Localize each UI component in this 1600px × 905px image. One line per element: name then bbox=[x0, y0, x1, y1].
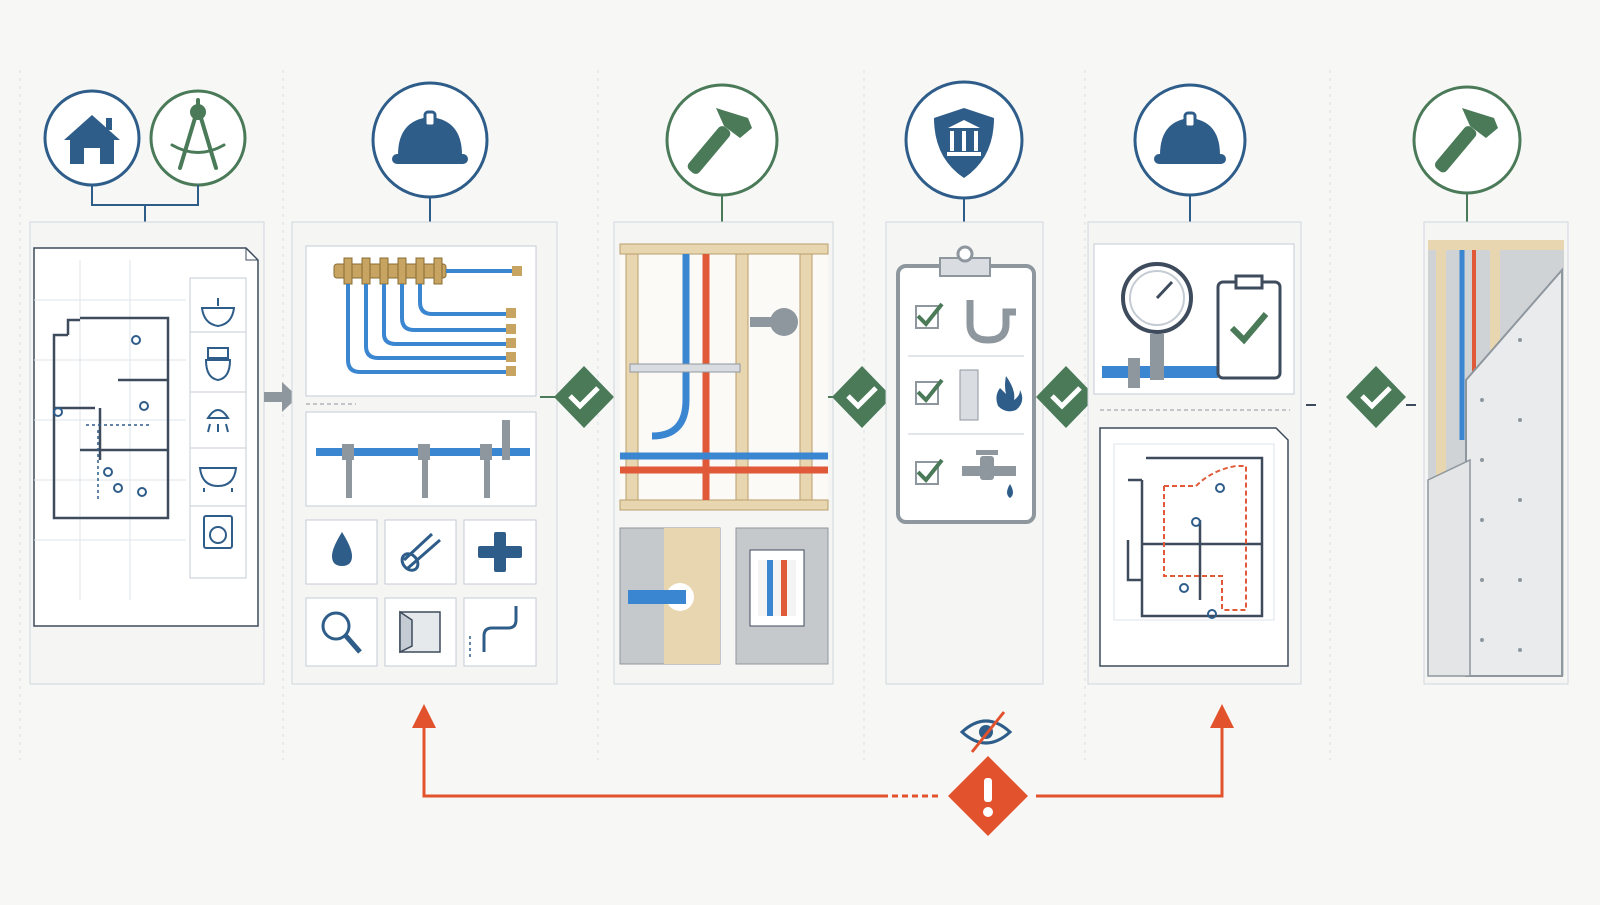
rough-in-tools bbox=[305, 519, 537, 667]
pressure-test-stage bbox=[1087, 221, 1302, 685]
designer-actor bbox=[149, 89, 247, 187]
valve-icon bbox=[962, 450, 1016, 498]
sink-icon bbox=[200, 298, 236, 328]
hidden-eye-icon bbox=[959, 711, 1013, 753]
close-up-stage bbox=[1423, 221, 1569, 685]
feedback-loop bbox=[412, 704, 1234, 836]
clipboard-checklist bbox=[896, 245, 1036, 524]
floor-plan bbox=[33, 247, 259, 627]
plumber-actor bbox=[1133, 83, 1247, 197]
pressure-gauge-icon bbox=[1102, 262, 1218, 388]
inspection-stage bbox=[885, 221, 1044, 685]
manifold-and-supply-lines bbox=[305, 245, 537, 397]
drain-trap-icon bbox=[966, 300, 1016, 344]
magnifier-icon bbox=[321, 611, 362, 654]
hammer-icon bbox=[687, 108, 752, 174]
approved-check-icon bbox=[540, 366, 614, 428]
pipe-fitting-icon bbox=[478, 532, 522, 572]
drywall-closing-wall bbox=[1427, 240, 1564, 677]
approved-check-icon bbox=[828, 366, 892, 428]
access-panel-icon bbox=[399, 610, 441, 654]
hard-hat-icon bbox=[1154, 111, 1226, 164]
inspector-actor bbox=[904, 80, 1024, 200]
approved-check-icon bbox=[1036, 366, 1096, 428]
pipe-through-stud bbox=[619, 527, 721, 665]
supply-header-pipe bbox=[305, 411, 537, 507]
stud-wall-with-pipes bbox=[619, 243, 829, 511]
fire-stop-icon bbox=[996, 376, 1023, 412]
approved-check-icon bbox=[1306, 366, 1416, 428]
house-icon bbox=[64, 115, 120, 164]
wall-opening-with-pipes bbox=[735, 527, 829, 665]
design-stage bbox=[29, 221, 265, 685]
drafting-compass-icon bbox=[170, 98, 226, 170]
hammer-icon bbox=[1434, 108, 1498, 173]
shower-icon bbox=[206, 409, 230, 433]
clipboard-check-icon bbox=[1216, 274, 1282, 380]
pipe-route-icon bbox=[469, 606, 518, 660]
rough-in-stage bbox=[291, 221, 558, 685]
washing-machine-icon bbox=[203, 515, 233, 549]
bathtub-icon bbox=[198, 467, 238, 492]
builder-actor bbox=[665, 83, 779, 197]
as-built-plan bbox=[1099, 427, 1289, 667]
framing-stage bbox=[613, 221, 834, 685]
water-drop-icon bbox=[332, 532, 352, 566]
hard-hat-icon bbox=[392, 110, 468, 164]
homeowner-actor bbox=[43, 89, 141, 187]
plumber-actor bbox=[371, 81, 489, 199]
government-shield-icon bbox=[934, 108, 994, 178]
pipe-icon bbox=[400, 532, 441, 572]
toilet-icon bbox=[204, 347, 232, 382]
warning-icon bbox=[948, 756, 1028, 836]
builder-actor bbox=[1412, 85, 1522, 195]
